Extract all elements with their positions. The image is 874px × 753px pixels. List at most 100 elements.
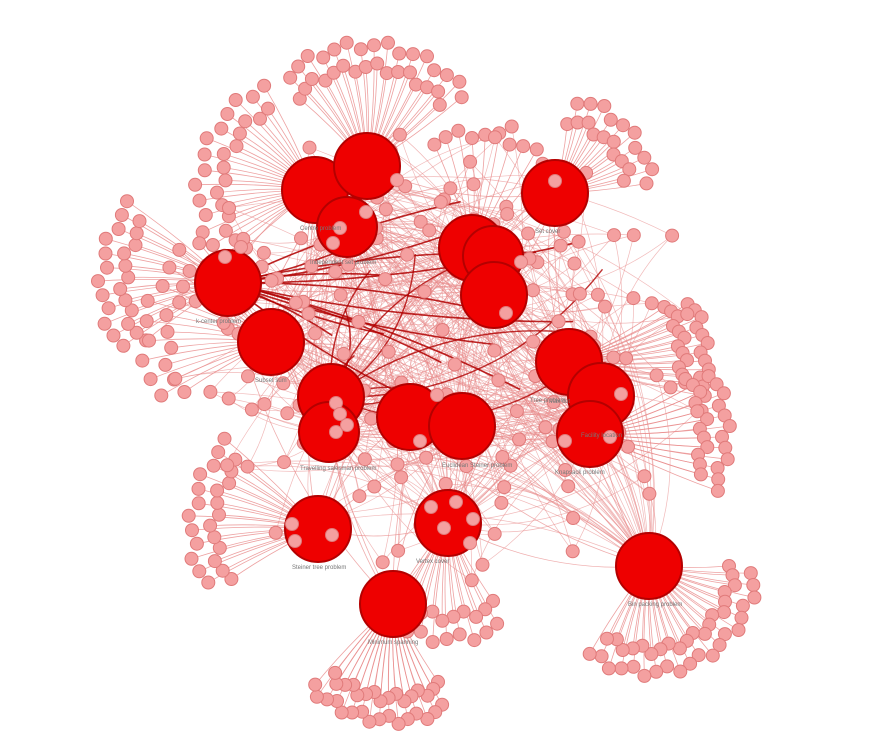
leaf-node (333, 221, 347, 235)
leaf-node-layer (91, 35, 762, 731)
hub-label: Max cut (549, 399, 570, 405)
leaf-node (375, 555, 390, 570)
leaf-node (221, 391, 236, 406)
leaf-node (97, 316, 112, 331)
leaf-node (172, 295, 187, 310)
leaf-node (214, 121, 229, 136)
leaf-node (649, 664, 664, 679)
leaf-node (277, 455, 291, 470)
leaf-node (176, 279, 190, 294)
leaf-node (465, 131, 479, 145)
edge (447, 411, 698, 524)
leaf-node (224, 572, 239, 586)
leaf-node (193, 467, 208, 482)
hub-node-h4 (194, 249, 262, 317)
leaf-node (154, 388, 169, 403)
leaf-node (234, 240, 248, 254)
leaf-node (512, 432, 527, 447)
leaf-node (207, 530, 222, 545)
leaf-node (253, 111, 267, 126)
leaf-node (326, 65, 341, 80)
hub-label: k-center problem (196, 319, 241, 325)
leaf-node (452, 627, 467, 642)
leaf-node (182, 264, 197, 278)
leaf-node (700, 440, 715, 455)
leaf-node (538, 420, 553, 435)
leaf-node (362, 714, 377, 729)
leaf-node (614, 387, 628, 401)
leaf-node (467, 633, 482, 648)
leaf-node (422, 223, 437, 238)
leaf-node (551, 314, 566, 329)
leaf-node (218, 173, 233, 188)
leaf-node (403, 65, 417, 80)
leaf-node (181, 508, 196, 523)
leaf-node (637, 668, 652, 683)
leaf-node (139, 314, 154, 329)
leaf-node (191, 481, 206, 496)
leaf-node (437, 521, 451, 535)
leaf-node (220, 107, 235, 121)
leaf-node (197, 147, 212, 162)
leaf-node (283, 70, 298, 85)
leaf-node (443, 181, 458, 196)
leaf-node (597, 99, 612, 113)
leaf-node (606, 134, 621, 149)
leaf-node (294, 231, 308, 246)
leaf-node (336, 58, 351, 73)
hub-label: Minimum spanning (368, 640, 418, 646)
leaf-node (439, 68, 454, 83)
hub-node-h5 (237, 308, 305, 376)
leaf-node (420, 49, 434, 64)
leaf-node (413, 214, 428, 229)
leaf-node (438, 476, 453, 491)
hub-label: Bin packing problem (628, 602, 682, 608)
leaf-node (644, 647, 659, 661)
leaf-node (637, 150, 652, 165)
leaf-node (720, 452, 735, 467)
leaf-node (118, 293, 133, 308)
leaf-node (288, 295, 303, 310)
leaf-node (607, 228, 621, 243)
leaf-node (693, 467, 708, 482)
leaf-node (427, 137, 442, 152)
leaf-node (711, 472, 726, 487)
leaf-node (326, 236, 340, 250)
leaf-node (158, 357, 173, 372)
leaf-node (594, 649, 609, 664)
leaf-node (626, 291, 641, 306)
edge (346, 226, 570, 363)
leaf-node (189, 536, 204, 551)
leaf-node (478, 602, 493, 617)
leaf-node (601, 661, 616, 676)
leaf-node (438, 130, 453, 145)
edge (308, 313, 650, 567)
leaf-node (159, 308, 174, 323)
strong-edge (227, 282, 521, 391)
leaf-node (264, 273, 279, 288)
leaf-node (553, 238, 568, 253)
leaf-node (232, 126, 247, 141)
hub-label: Vertex cover (416, 559, 449, 565)
leaf-node (700, 336, 715, 350)
leaf-node (603, 112, 618, 127)
leaf-node (238, 114, 253, 129)
leaf-node (603, 430, 617, 444)
leaf-node (256, 245, 271, 260)
leaf-node (558, 434, 572, 448)
leaf-node (558, 463, 573, 477)
leaf-node (257, 397, 272, 412)
leaf-node (391, 65, 406, 79)
hub-label: Independent set problem (310, 260, 376, 266)
leaf-node (503, 458, 518, 473)
leaf-node (197, 163, 212, 178)
leaf-node (413, 624, 428, 639)
leaf-node (548, 174, 562, 188)
leaf-node (735, 598, 750, 613)
leaf-node (487, 526, 502, 541)
leaf-node (101, 301, 116, 316)
edge (270, 337, 554, 403)
leaf-node (614, 661, 629, 676)
strong-edge (227, 282, 574, 323)
hub-label: Set cover (535, 229, 560, 235)
